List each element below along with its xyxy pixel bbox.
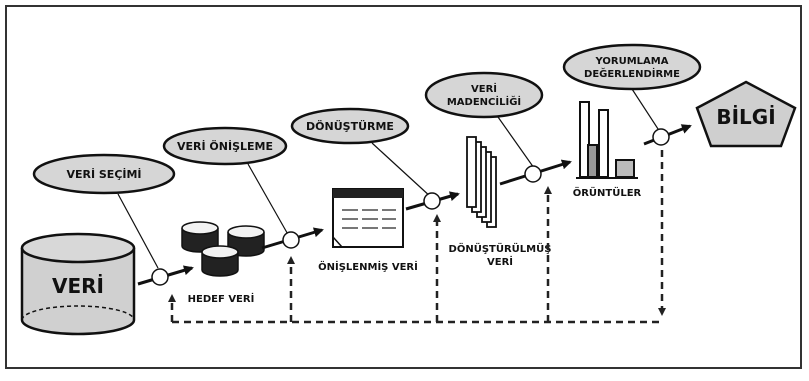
callout-line: [631, 88, 661, 133]
target-data-icon: [181, 221, 265, 277]
flow-nodes: [151, 128, 670, 286]
step-veri-onisleme: VERİ ÖNİŞLEME: [162, 126, 288, 166]
preprocessed-data-document: [332, 188, 404, 248]
step-donusturme: DÖNÜŞTÜRME: [290, 107, 410, 145]
result-label: BİLGİ: [716, 105, 775, 129]
step-veri-secimi: VERİ SEÇİMİ: [32, 153, 176, 195]
patterns-bars-icon: [576, 101, 638, 179]
step-label: DÖNÜŞTÜRME: [306, 119, 394, 133]
knowledge-pentagon: BİLGİ: [695, 80, 797, 148]
callout-line: [497, 116, 535, 169]
step-veri-madenciligi: VERİ MADENCİLİĞİ: [424, 71, 544, 119]
transformed-data-stack: [466, 136, 497, 228]
product-label-onislenmis-veri: ÖNİŞLENMİŞ VERİ: [318, 259, 418, 273]
callout-line: [247, 163, 291, 239]
step-yorumlama-degerlendirme: YORUMLAMA DEĞERLENDİRME: [562, 43, 702, 91]
product-label-oruntuler: ÖRÜNTÜLER: [573, 185, 642, 199]
source-data-cylinder: VERİ: [20, 232, 136, 336]
callout-line: [371, 142, 433, 199]
product-label-line2: VERİ: [487, 254, 513, 268]
callout-line: [117, 193, 159, 269]
step-label-line1: VERİ: [471, 81, 497, 95]
step-label-line2: DEĞERLENDİRME: [584, 66, 680, 80]
product-label-line1: DÖNÜŞTÜRÜLMÜŞ: [449, 241, 552, 255]
source-label: VERİ: [52, 274, 104, 298]
step-label-line1: YORUMLAMA: [595, 56, 669, 67]
step-label: VERİ ÖNİŞLEME: [177, 139, 273, 153]
product-label-hedef-veri: HEDEF VERİ: [188, 291, 255, 305]
feedback-loop: [168, 150, 666, 324]
step-label: VERİ SEÇİMİ: [66, 167, 141, 181]
step-label-line2: MADENCİLİĞİ: [447, 94, 521, 108]
